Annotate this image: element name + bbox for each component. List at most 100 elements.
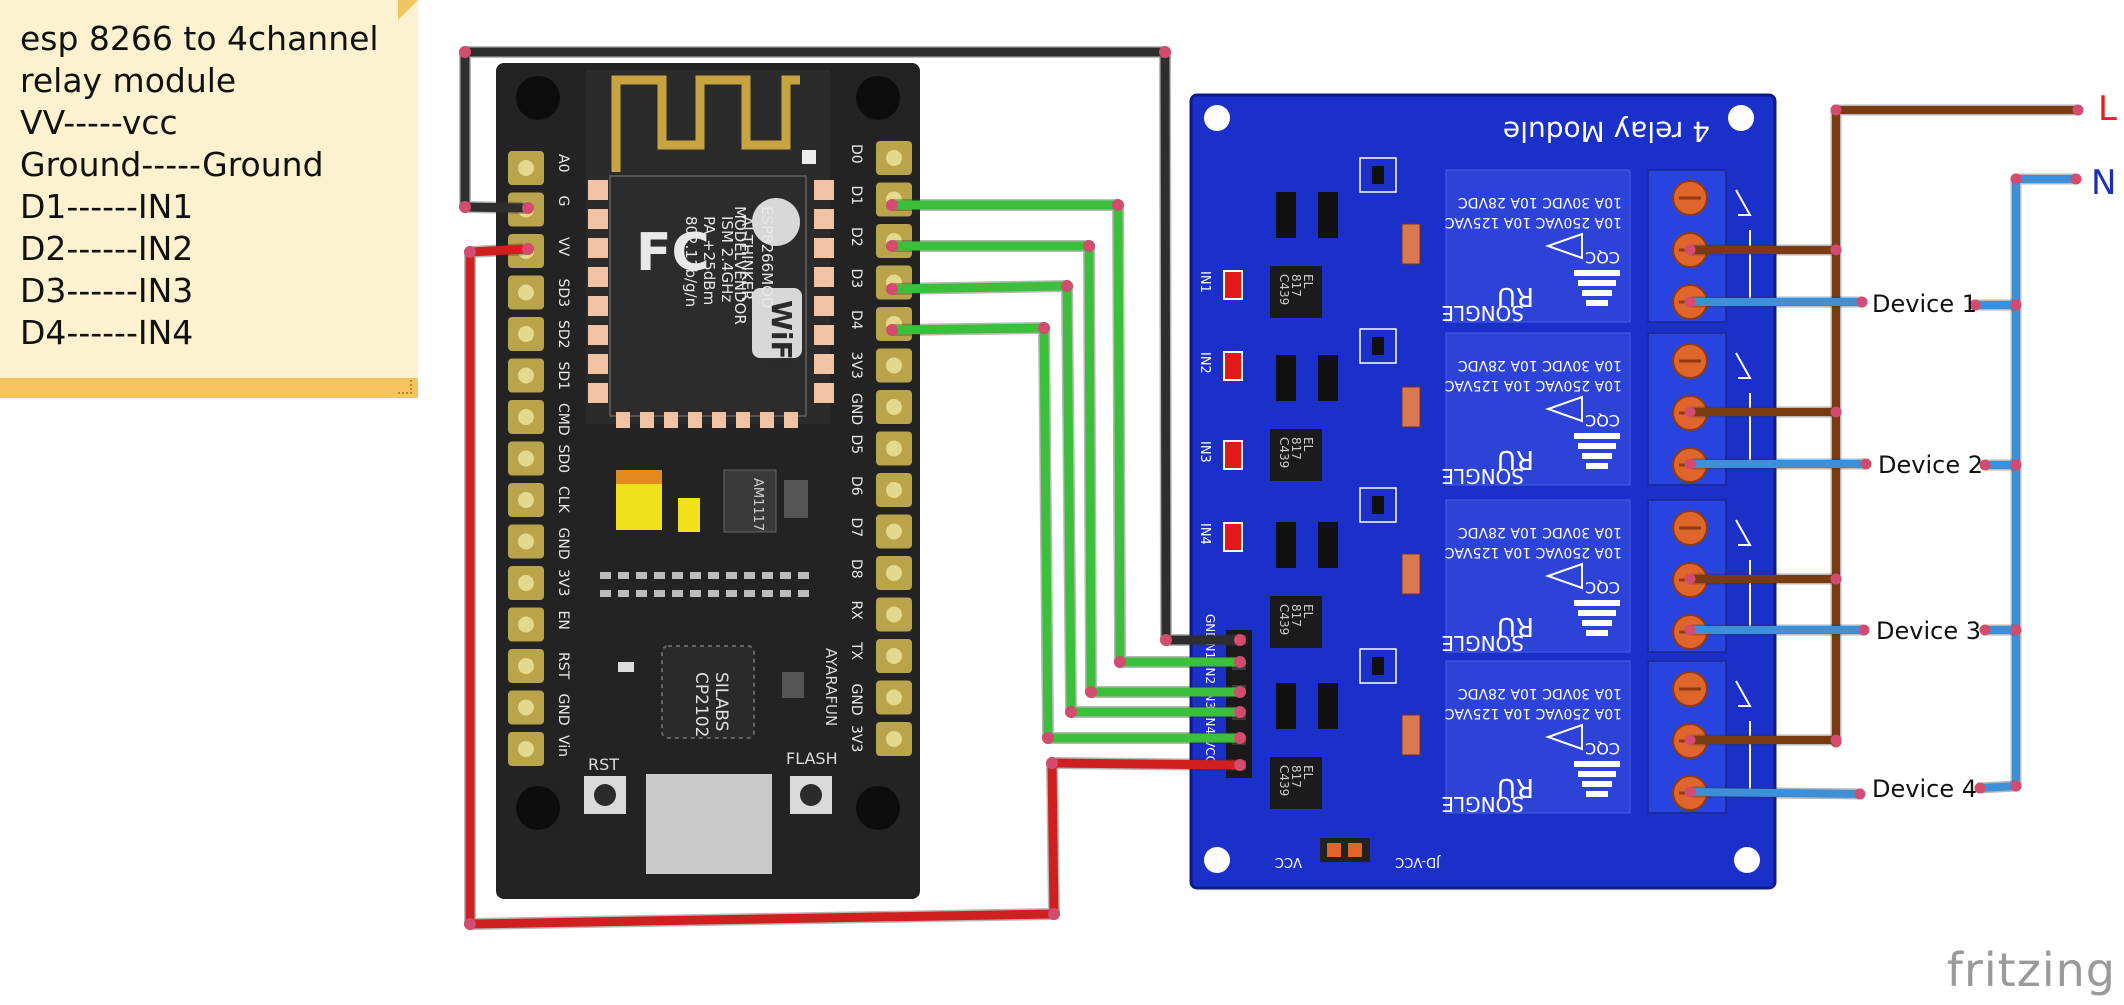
module-text: 802.11b/g/n (682, 216, 700, 307)
wire-bendpoint[interactable] (1160, 634, 1172, 646)
wire-bendpoint[interactable] (1234, 634, 1246, 646)
wire-bendpoint[interactable] (886, 199, 898, 211)
module-pad (814, 296, 834, 316)
wire-bendpoint[interactable] (464, 918, 476, 930)
wire-bendpoint[interactable] (464, 246, 476, 258)
wire-bendpoint[interactable] (1684, 734, 1696, 746)
resistor (1401, 223, 1421, 265)
wire-bendpoint[interactable] (1974, 782, 1986, 794)
module-pad (814, 354, 834, 374)
wire-bendpoint[interactable] (1234, 656, 1246, 668)
jumper-label-vcc: VCC (1275, 854, 1302, 869)
module-pad (814, 325, 834, 345)
wire-group[interactable] (459, 46, 2084, 930)
wire-bendpoint[interactable] (1065, 706, 1077, 718)
mount-hole (1728, 105, 1754, 131)
wire-bendpoint[interactable] (1684, 296, 1696, 308)
wire-bendpoint[interactable] (459, 201, 471, 213)
smd-pad (762, 590, 773, 597)
smd-pad (618, 590, 629, 597)
wire-bendpoint[interactable] (2010, 624, 2022, 636)
wire-bendpoint[interactable] (1038, 322, 1050, 334)
wire-bendpoint[interactable] (522, 202, 534, 214)
wire-bendpoint[interactable] (1112, 199, 1124, 211)
flash-button-cap (800, 784, 822, 806)
wire-bendpoint[interactable] (1085, 686, 1097, 698)
wire-bendpoint[interactable] (1114, 656, 1126, 668)
wire-line-bus[interactable] (1832, 106, 2078, 742)
pin-label-left: SD3 (555, 279, 571, 308)
wire-bendpoint[interactable] (1854, 788, 1866, 800)
wire-d3-in3[interactable] (891, 281, 1240, 717)
wire-bendpoint[interactable] (1046, 757, 1058, 769)
wire-bendpoint[interactable] (2072, 104, 2084, 116)
wire-bendpoint[interactable] (1684, 786, 1696, 798)
wire-bendpoint[interactable] (1042, 732, 1054, 744)
module-pad (588, 267, 608, 287)
wire-bendpoint[interactable] (1234, 759, 1246, 771)
smd-diode (1318, 522, 1338, 568)
wire-d1-in1[interactable] (892, 200, 1240, 667)
smd-pad (726, 572, 737, 579)
note-line: esp 8266 to 4channel (20, 19, 379, 58)
wire-device4-out[interactable] (1979, 782, 2017, 792)
wire-bendpoint[interactable] (1684, 244, 1696, 256)
wire-neutral-bus[interactable] (2012, 175, 2076, 786)
smd-diode (1276, 192, 1296, 238)
wire-bendpoint[interactable] (522, 243, 534, 255)
module-pad (588, 180, 608, 200)
wire-bendpoint[interactable] (1234, 706, 1246, 718)
wire-bendpoint[interactable] (1979, 624, 1991, 636)
relay-cert-mark: CQC (1585, 739, 1620, 758)
wire-bendpoint[interactable] (1684, 573, 1696, 585)
wire-ground[interactable] (460, 47, 1240, 645)
wire-vcc[interactable] (465, 244, 1241, 929)
wire-bendpoint[interactable] (2010, 780, 2022, 792)
wire-d4-in4[interactable] (891, 323, 1240, 743)
wire-bendpoint[interactable] (1830, 104, 1842, 116)
wire-device4-in[interactable] (1689, 788, 1861, 798)
wire-bendpoint[interactable] (1159, 46, 1171, 58)
wire-bendpoint[interactable] (459, 46, 471, 58)
device-label: Device 3 (1876, 617, 1981, 645)
wire-bendpoint[interactable] (1061, 280, 1073, 292)
wire-bendpoint[interactable] (1860, 458, 1872, 470)
transistor (782, 672, 804, 698)
relay-rating: 10A 250VAC 10A 125VAC (1445, 214, 1622, 230)
wire-bendpoint[interactable] (1234, 732, 1246, 744)
note-line: Ground-----Ground (20, 145, 324, 184)
wire-bendpoint[interactable] (886, 283, 898, 295)
wire-bendpoint[interactable] (1048, 908, 1060, 920)
wire-bendpoint[interactable] (1858, 624, 1870, 636)
wire-bendpoint[interactable] (1083, 240, 1095, 252)
wire-d2-in2[interactable] (892, 241, 1240, 697)
transistor (1372, 337, 1384, 355)
wire-bendpoint[interactable] (1830, 573, 1842, 585)
wire-bendpoint[interactable] (1234, 686, 1246, 698)
note-panel[interactable]: esp 8266 to 4channel relay module VV----… (0, 0, 418, 398)
module-pad (588, 209, 608, 229)
note-resize-handle[interactable] (398, 380, 412, 394)
wire-bendpoint[interactable] (886, 240, 898, 252)
wire-bendpoint[interactable] (1830, 734, 1842, 746)
wire-bendpoint[interactable] (1830, 406, 1842, 418)
wire-bendpoint[interactable] (1969, 299, 1981, 311)
optocoupler (1270, 757, 1322, 809)
wire-bendpoint[interactable] (1979, 459, 1991, 471)
wire-bendpoint[interactable] (1684, 624, 1696, 636)
wire-bendpoint[interactable] (1684, 406, 1696, 418)
module-text: VENDOR (731, 260, 749, 325)
wire-bendpoint[interactable] (886, 324, 898, 336)
optocoupler-label: EL (1301, 765, 1315, 780)
wire-bendpoint[interactable] (2010, 299, 2022, 311)
wire-bendpoint[interactable] (1684, 458, 1696, 470)
wire-bendpoint[interactable] (2010, 173, 2022, 185)
relay-cert-mark: CQC (1585, 578, 1620, 597)
relay-ul-mark: RU (1497, 772, 1534, 802)
wire-bendpoint[interactable] (2070, 173, 2082, 185)
wire-bendpoint[interactable] (1856, 296, 1868, 308)
wire-bendpoint[interactable] (1830, 244, 1842, 256)
wire-bendpoint[interactable] (2010, 459, 2022, 471)
